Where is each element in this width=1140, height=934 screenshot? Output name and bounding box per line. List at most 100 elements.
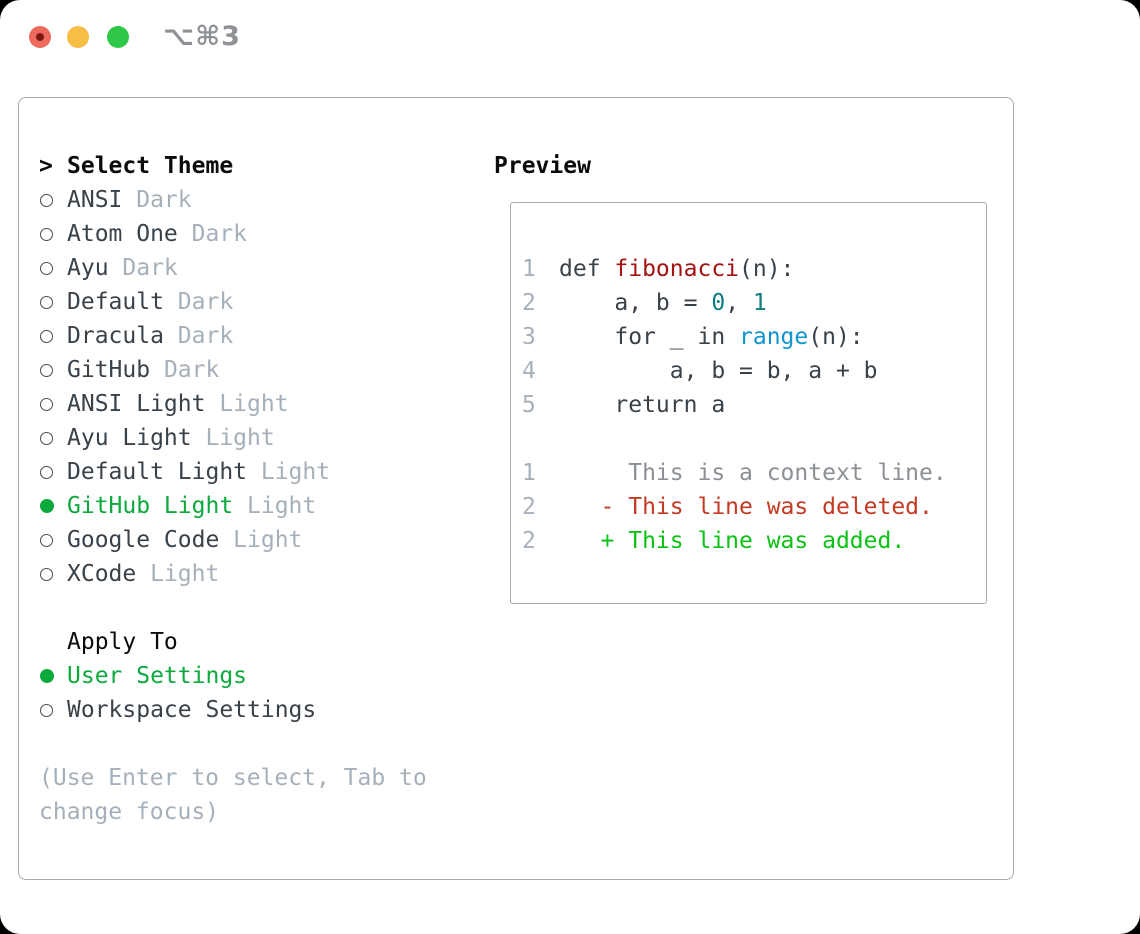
theme-name: GitHub Light [67, 493, 234, 519]
code-segment: - This line was deleted. [559, 494, 933, 520]
radio-selected-icon [39, 669, 67, 683]
apply-to-title: Apply To [67, 629, 178, 655]
theme-variant: Dark [122, 255, 178, 281]
theme-option-dracula-dark[interactable]: Dracula Dark [39, 319, 427, 353]
close-button[interactable] [29, 26, 51, 48]
code-segment: fibonacci [614, 256, 740, 282]
code-segment: def [559, 256, 615, 282]
theme-option-github-dark[interactable]: GitHub Dark [39, 353, 427, 387]
line-number: 4 [522, 358, 536, 384]
keyboard-hint-line: (Use Enter to select, Tab to [39, 765, 427, 791]
theme-name: Dracula [67, 323, 164, 349]
theme-name: Ayu Light [67, 425, 192, 451]
minimize-button[interactable] [67, 26, 89, 48]
radio-icon [39, 703, 67, 717]
diff-context-line: 1 This is a context line. [522, 456, 947, 490]
theme-variant: Light [260, 459, 331, 485]
theme-variant: Light [150, 561, 220, 587]
theme-option-default-light[interactable]: Default Light Light [39, 455, 427, 489]
cursor-icon: > [39, 153, 53, 179]
code-line: 1 def fibonacci (n): [522, 252, 947, 286]
close-dot-icon [36, 33, 44, 41]
window-title: ⌥⌘3 [163, 21, 241, 52]
maximize-button[interactable] [107, 26, 129, 48]
theme-option-ayu-dark[interactable]: Ayu Dark [39, 251, 427, 285]
radio-icon [39, 363, 67, 377]
theme-option-google-code[interactable]: Google Code Light [39, 523, 427, 557]
radio-icon [39, 295, 67, 309]
theme-option-ayu-light[interactable]: Ayu Light Light [39, 421, 427, 455]
theme-name: Atom One [67, 221, 178, 247]
radio-icon [39, 431, 67, 445]
apply-option-label: User Settings [67, 663, 248, 689]
code-line: 4 a, b = b, a + b [522, 354, 947, 388]
line-number: 1 [522, 256, 536, 282]
theme-option-atom-one-dark[interactable]: Atom One Dark [39, 217, 427, 251]
code-line: 2 a, b = 0 , 1 [522, 286, 947, 320]
radio-icon [39, 533, 67, 547]
code-segment: a, b = [559, 290, 712, 316]
select-theme-header: > Select Theme [39, 149, 427, 183]
code-segment: (n): [739, 256, 795, 282]
spacer [39, 591, 427, 625]
theme-name: XCode [67, 561, 137, 587]
theme-name: Default [67, 289, 164, 315]
keyboard-hint-line: change focus) [39, 799, 220, 825]
radio-icon [39, 227, 67, 241]
theme-name: ANSI Light [67, 391, 206, 417]
radio-icon [39, 261, 67, 275]
code-line: 5 return a [522, 388, 947, 422]
theme-variant: Light [233, 527, 303, 553]
theme-name: Ayu [67, 255, 109, 281]
apply-option-workspace-settings[interactable]: Workspace Settings [39, 693, 427, 727]
code-segment: range [739, 324, 809, 350]
theme-option-default-dark[interactable]: Default Dark [39, 285, 427, 319]
theme-variant: Light [219, 391, 289, 417]
code-segment: return a [559, 392, 726, 418]
theme-variant: Dark [191, 221, 248, 247]
theme-option-ansi-dark[interactable]: ANSI Dark [39, 183, 427, 217]
theme-name: Google Code [67, 527, 220, 553]
radio-icon [39, 329, 67, 343]
radio-icon [39, 567, 67, 581]
titlebar: ⌥⌘3 [0, 0, 1140, 76]
theme-option-ansi-light[interactable]: ANSI Light Light [39, 387, 427, 421]
code-preview: 1 def fibonacci (n): 2 a, b = 0 , 1 3 fo… [522, 252, 947, 558]
code-segment: 1 [752, 290, 767, 316]
theme-list: > Select Theme ANSI Dark Atom One Dark A… [39, 149, 427, 829]
theme-option-github-light[interactable]: GitHub Light Light [39, 489, 427, 523]
select-theme-title: Select Theme [67, 153, 234, 179]
apply-option-user-settings[interactable]: User Settings [39, 659, 427, 693]
radio-icon [39, 465, 67, 479]
preview-box: 1 def fibonacci (n): 2 a, b = 0 , 1 3 fo… [510, 202, 987, 604]
code-segment: This is a context line. [559, 460, 947, 486]
line-number: 3 [522, 324, 536, 350]
code-segment: , [725, 290, 753, 316]
code-segment: for _ in [559, 324, 740, 350]
line-number: 1 [522, 460, 536, 486]
theme-variant: Light [247, 493, 317, 519]
theme-option-xcode[interactable]: XCode Light [39, 557, 427, 591]
line-number: 2 [522, 494, 536, 520]
theme-name: Default Light [67, 459, 248, 485]
diff-deleted-line: 2 - This line was deleted. [522, 490, 947, 524]
code-segment: (n): [808, 324, 864, 350]
apply-to-header: Apply To [39, 625, 427, 659]
code-line-blank [522, 422, 947, 456]
spacer [39, 727, 427, 761]
line-number: 2 [522, 290, 536, 316]
theme-variant: Dark [163, 357, 220, 383]
line-number: 5 [522, 392, 536, 418]
radio-selected-icon [39, 499, 67, 513]
radio-icon [39, 193, 67, 207]
code-segment: + This line was added. [559, 528, 906, 554]
theme-variant: Light [205, 425, 275, 451]
theme-variant: Dark [177, 323, 234, 349]
diff-added-line: 2 + This line was added. [522, 524, 947, 558]
theme-variant: Dark [136, 187, 192, 213]
code-segment: 0 [711, 290, 726, 316]
preview-title: Preview [494, 153, 591, 179]
theme-name: GitHub [67, 357, 151, 383]
radio-icon [39, 397, 67, 411]
